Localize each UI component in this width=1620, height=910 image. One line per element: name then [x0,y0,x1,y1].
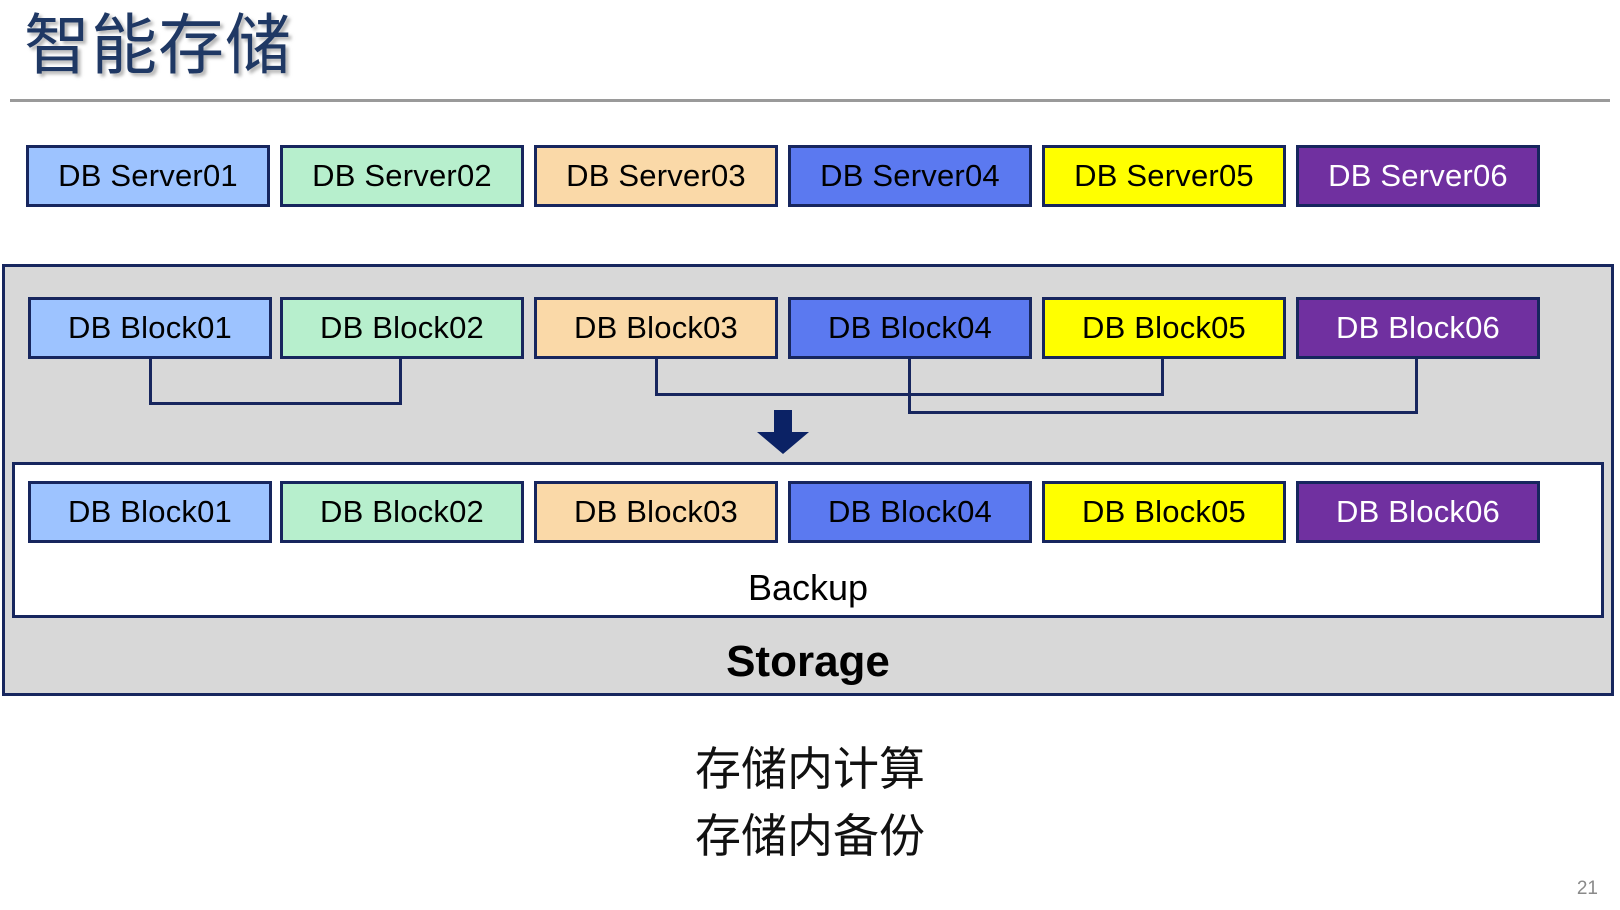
db-block-box[interactable]: DB Block02 [280,297,524,359]
db-server-label: DB Server04 [820,158,1000,193]
caption-line: 存储内备份 [695,809,925,862]
db-block-box[interactable]: DB Block06 [1296,481,1540,543]
db-server-label: DB Server02 [312,158,492,193]
db-server-box[interactable]: DB Server02 [280,145,524,207]
page-number: 21 [1576,878,1598,899]
db-block-box[interactable]: DB Block05 [1042,481,1286,543]
connector-line [399,359,402,405]
db-block-box[interactable]: DB Block01 [28,297,272,359]
db-block-box[interactable]: DB Block03 [534,481,778,543]
db-block-label: DB Block06 [1336,494,1500,529]
db-block-label: DB Block03 [574,310,738,345]
page-title: 智能存储 [24,8,292,82]
db-block-label: DB Block04 [828,494,992,529]
connector-line [655,359,658,396]
db-block-label: DB Block01 [68,310,232,345]
connector-line [908,359,911,414]
db-server-label: DB Server05 [1074,158,1254,193]
db-server-box[interactable]: DB Server04 [788,145,1032,207]
down-arrow-icon [757,410,809,454]
db-server-box[interactable]: DB Server05 [1042,145,1286,207]
db-block-label: DB Block04 [828,310,992,345]
title-divider [10,99,1610,102]
connector-line [149,359,152,405]
caption-block: 存储内计算 存储内备份 [0,736,1620,869]
db-block-label: DB Block02 [320,310,484,345]
db-server-label: DB Server03 [566,158,746,193]
db-block-box[interactable]: DB Block04 [788,297,1032,359]
db-block-label: DB Block05 [1082,494,1246,529]
db-server-label: DB Server06 [1328,158,1508,193]
storage-label: Storage [726,637,890,686]
db-block-box[interactable]: DB Block03 [534,297,778,359]
db-server-box[interactable]: DB Server06 [1296,145,1540,207]
db-block-box[interactable]: DB Block05 [1042,297,1286,359]
db-server-label: DB Server01 [58,158,238,193]
connector-line [149,402,402,405]
db-block-label: DB Block03 [574,494,738,529]
connector-line [1161,359,1164,396]
connector-line [1415,359,1418,414]
caption-line: 存储内计算 [695,743,925,795]
db-server-box[interactable]: DB Server03 [534,145,778,207]
db-block-label: DB Block02 [320,494,484,529]
db-block-box[interactable]: DB Block04 [788,481,1032,543]
db-server-box[interactable]: DB Server01 [26,145,270,207]
backup-label: Backup [747,567,869,608]
db-block-label: DB Block06 [1336,310,1500,345]
db-block-label: DB Block05 [1082,310,1246,345]
connector-line [908,411,1418,414]
db-block-box[interactable]: DB Block02 [280,481,524,543]
db-block-box[interactable]: DB Block01 [28,481,272,543]
db-block-label: DB Block01 [68,494,232,529]
db-block-box[interactable]: DB Block06 [1296,297,1540,359]
